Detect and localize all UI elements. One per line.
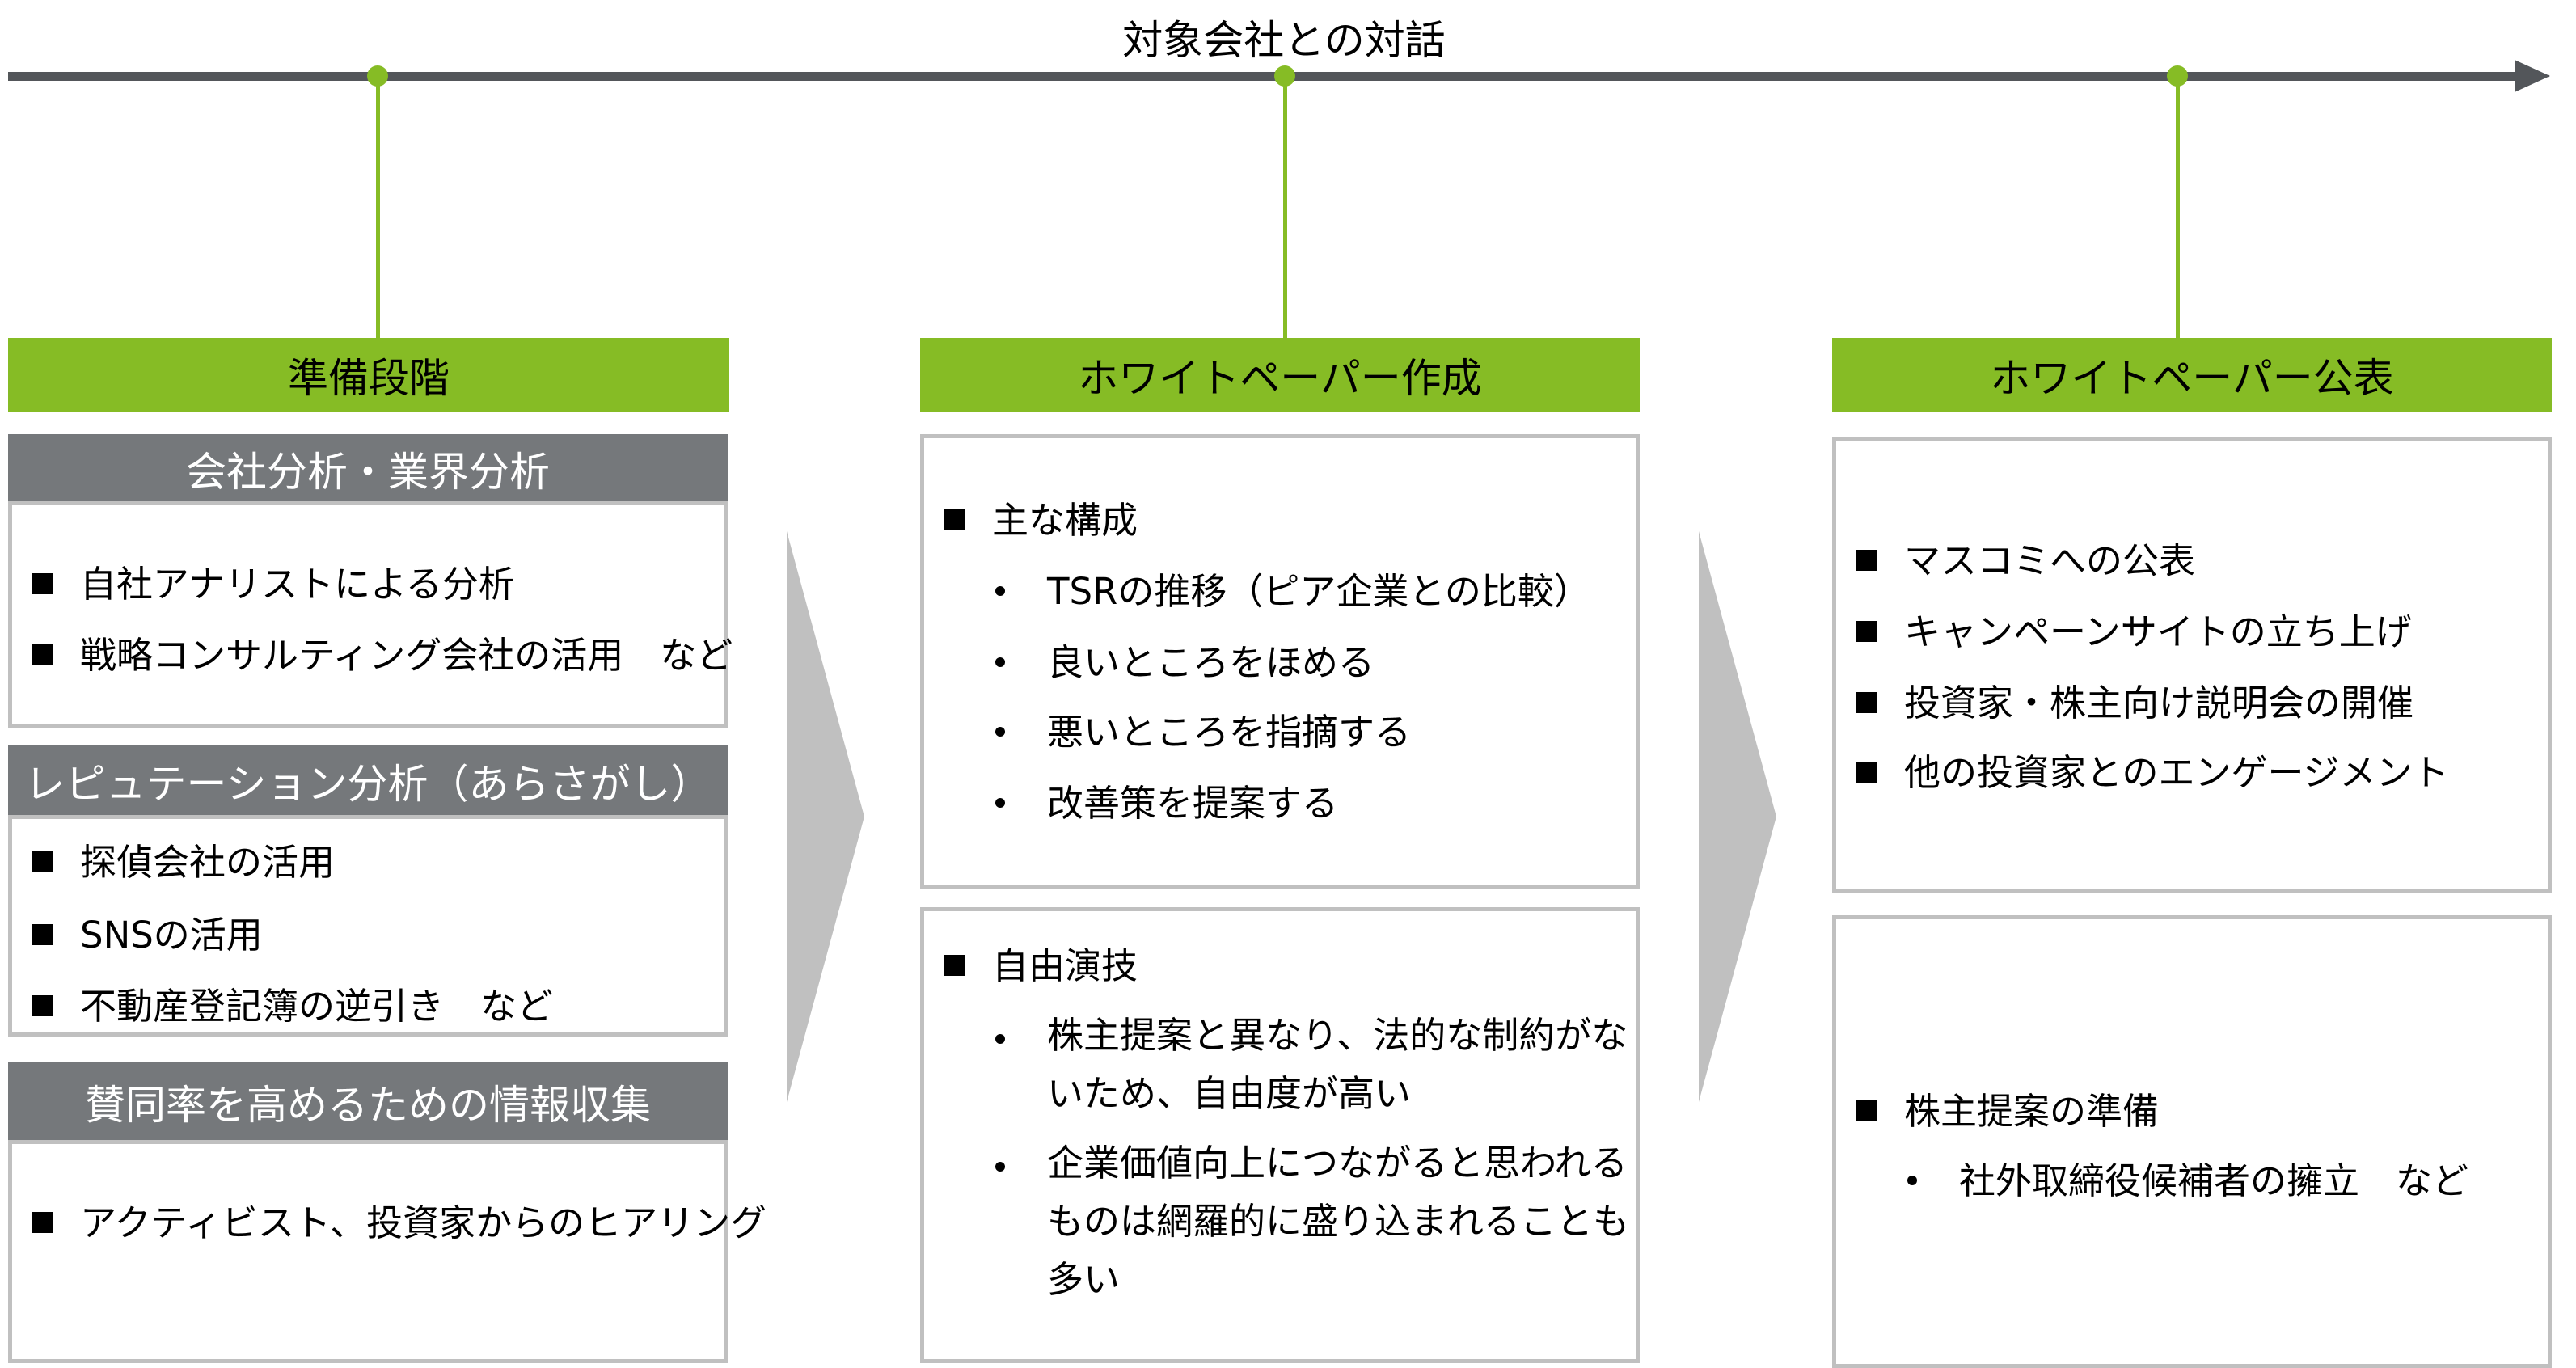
timeline-arrowhead-icon: [2515, 60, 2550, 92]
chevron-arrow-icon: [1699, 531, 1776, 1102]
bullet-icon: [995, 657, 1005, 667]
sub-list-item: 株主提案と異なり、法的な制約がないため、自由度が高い: [995, 1007, 1634, 1123]
item-text: SNSの活用: [80, 914, 263, 956]
sub-list-item: 社外取締役候補者の擁立 など: [1907, 1152, 2468, 1210]
list-item: 投資家・株主向け説明会の開催: [1856, 674, 2413, 733]
square-bullet-icon: [1856, 550, 1877, 571]
item-text: 企業価値向上につながると思われるものは網羅的に盛り込まれることも多い: [1047, 1142, 1630, 1301]
item-text: 主な構成: [992, 499, 1138, 542]
bullet-icon: [995, 1162, 1005, 1172]
item-text: 良いところをほめる: [1047, 641, 1375, 684]
item-text: 株主提案と異なり、法的な制約がないため、自由度が高い: [1047, 1014, 1628, 1115]
item-text: 株主提案の準備: [1904, 1090, 2160, 1133]
square-bullet-icon: [32, 924, 53, 945]
list-item: 自社アナリストによる分析: [32, 555, 515, 614]
sub-list-item: 企業価値向上につながると思われるものは網羅的に盛り込まれることも多い: [995, 1134, 1634, 1309]
item-text: 社外取締役候補者の擁立 など: [1959, 1159, 2469, 1202]
list-item: 株主提案の準備: [1856, 1083, 2159, 1141]
content-box: 主な構成 TSRの推移（ピア企業との比較） 良いところをほめる 悪いところを指摘…: [920, 434, 1640, 889]
item-text: TSRの推移（ピア企業との比較）: [1047, 570, 1590, 613]
content-box: 自由演技 株主提案と異なり、法的な制約がないため、自由度が高い 企業価値向上につ…: [920, 907, 1640, 1363]
square-bullet-icon: [1856, 692, 1877, 713]
sub-list-item: TSRの推移（ピア企業との比較）: [995, 563, 1590, 621]
square-bullet-icon: [32, 644, 53, 665]
item-text: 戦略コンサルティング会社の活用 など: [80, 634, 733, 677]
timeline-connector: [1283, 76, 1287, 339]
timeline-connector: [2176, 76, 2180, 339]
square-bullet-icon: [1856, 621, 1877, 642]
square-bullet-icon: [32, 1212, 53, 1233]
timeline-axis: [8, 72, 2523, 81]
timeline-connector: [376, 76, 380, 339]
sub-list-item: 良いところをほめる: [995, 634, 1375, 692]
item-text: 自由演技: [992, 944, 1138, 987]
list-item: キャンペーンサイトの立ち上げ: [1856, 603, 2412, 661]
sub-list-item: 悪いところを指摘する: [995, 703, 1411, 762]
item-text: キャンペーンサイトの立ち上げ: [1904, 610, 2412, 653]
bullet-icon: [995, 727, 1005, 737]
timeline-marker: [2167, 65, 2188, 87]
item-text: 不動産登記簿の逆引き など: [80, 985, 554, 1028]
group-header: 会社分析・業界分析: [8, 434, 728, 503]
bullet-icon: [995, 586, 1005, 596]
content-box: マスコミへの公表 キャンペーンサイトの立ち上げ 投資家・株主向け説明会の開催 他…: [1832, 437, 2552, 893]
timeline-title: 対象会社との対話: [1122, 17, 1446, 64]
list-item: マスコミへの公表: [1856, 532, 2195, 590]
list-item: 戦略コンサルティング会社の活用 など: [32, 627, 733, 685]
group-box: アクティビスト、投資家からのヒアリング: [8, 1140, 766, 1363]
group-header: 賛同率を高めるための情報収集: [8, 1062, 728, 1142]
item-text: 他の投資家とのエンゲージメント: [1904, 751, 2449, 794]
item-text: アクティビスト、投資家からのヒアリング: [80, 1201, 767, 1244]
square-bullet-icon: [944, 509, 965, 530]
item-text: 投資家・株主向け説明会の開催: [1904, 682, 2414, 724]
phase-header-preparation: 準備段階: [8, 338, 729, 412]
item-text: マスコミへの公表: [1904, 539, 2196, 582]
bullet-icon: [995, 1034, 1005, 1044]
group-box: 探偵会社の活用 SNSの活用 不動産登記簿の逆引き など: [8, 815, 728, 1037]
square-bullet-icon: [944, 955, 965, 976]
timeline-marker: [367, 65, 388, 87]
sub-list-item: 改善策を提案する: [995, 775, 1338, 833]
square-bullet-icon: [32, 995, 53, 1016]
bullet-icon: [1907, 1176, 1917, 1185]
square-bullet-icon: [32, 573, 53, 594]
list-item: アクティビスト、投資家からのヒアリング: [32, 1194, 766, 1252]
content-box: 株主提案の準備 社外取締役候補者の擁立 など: [1832, 915, 2552, 1368]
item-text: 探偵会社の活用: [80, 841, 336, 884]
phase-header-whitepaper-creation: ホワイトペーパー作成: [920, 338, 1640, 412]
group-header: レピュテーション分析（あらさがし）: [8, 745, 728, 817]
item-text: 改善策を提案する: [1047, 782, 1339, 825]
list-item: 他の投資家とのエンゲージメント: [1856, 744, 2449, 802]
item-text: 自社アナリストによる分析: [80, 563, 515, 606]
list-item: 探偵会社の活用: [32, 834, 335, 892]
group-box: 自社アナリストによる分析 戦略コンサルティング会社の活用 など: [8, 501, 733, 728]
list-item: 主な構成: [944, 492, 1138, 550]
list-item: 自由演技: [944, 937, 1138, 995]
item-text: 悪いところを指摘する: [1047, 711, 1412, 754]
timeline-marker: [1274, 65, 1295, 87]
square-bullet-icon: [1856, 1100, 1877, 1121]
square-bullet-icon: [1856, 762, 1877, 783]
list-item: 不動産登記簿の逆引き など: [32, 977, 553, 1036]
bullet-icon: [995, 798, 1005, 808]
square-bullet-icon: [32, 851, 53, 872]
phase-header-whitepaper-publication: ホワイトペーパー公表: [1832, 338, 2552, 412]
list-item: SNSの活用: [32, 906, 263, 965]
chevron-arrow-icon: [787, 531, 864, 1102]
